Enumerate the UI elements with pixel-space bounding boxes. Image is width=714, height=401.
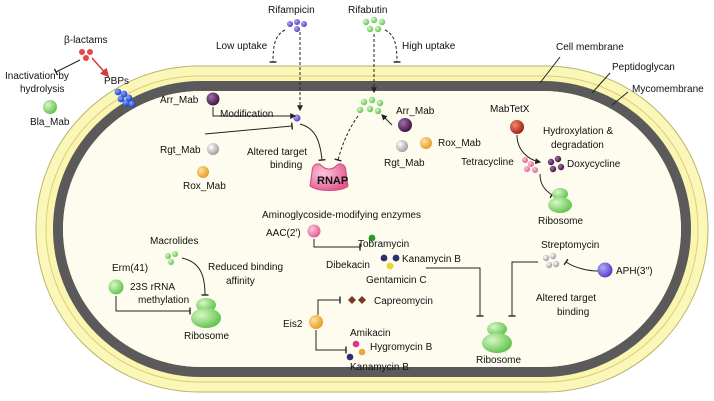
amikacin-label: Amikacin: [350, 328, 391, 339]
rnap-label: RNAP: [317, 175, 348, 187]
aph-label: APH(3′′): [616, 266, 653, 277]
tobramycin-label: Tobramycin: [358, 239, 409, 250]
rox-mab-left-enzyme: [197, 166, 209, 178]
beta-lactams-label: β-lactams: [64, 35, 108, 46]
erm41-enzyme: [108, 279, 124, 295]
peptidoglycan-label: Peptidoglycan: [612, 62, 675, 73]
mabtetx-label: MabTetX: [490, 104, 530, 115]
ribosome-tet: [548, 188, 572, 213]
macrolides-label: Macrolides: [150, 236, 198, 247]
capreomycin-dots: [348, 296, 366, 304]
altered-binding-line1: Altered target: [247, 147, 307, 158]
doxycycline-dots: [547, 155, 565, 173]
rifabutin-internal-dots: [356, 96, 384, 115]
arr-mab-right-enzyme: [398, 118, 412, 132]
ame-title: Aminoglycoside-modifying enzymes: [262, 210, 421, 221]
hygromycin-b-label: Hygromycin B: [370, 342, 433, 353]
rox-mab-right-enzyme: [420, 137, 432, 149]
hydroxylation-line2: degradation: [551, 140, 604, 151]
pbps-proteins: [114, 88, 136, 108]
altered-binding-line2: binding: [270, 160, 302, 171]
inactivation-line2: hydrolysis: [20, 84, 64, 95]
rrna-line2: methylation: [138, 295, 189, 306]
altered-target-r-line2: binding: [557, 307, 589, 318]
beta-lactam-dots: [79, 49, 93, 61]
eis2-enzyme: [309, 315, 323, 329]
reduced-binding-line2: affinity: [226, 276, 255, 287]
bla-mab-label: Bla_Mab: [30, 117, 70, 128]
reduced-binding-line1: Reduced binding: [208, 262, 283, 273]
arr-mab-right-label: Arr_Mab: [396, 106, 435, 117]
modification-label: Modification: [220, 109, 273, 120]
rnap: [309, 163, 349, 191]
cell-membrane-layer: [53, 81, 691, 377]
mabtetx-enzyme: [510, 120, 524, 134]
rgt-mab-left-enzyme: [207, 143, 219, 155]
ribosome-left: [191, 298, 221, 328]
kanamycin-b-1-label: Kanamycin B: [402, 254, 461, 265]
kanamycin-b-2-label: Kanamycin B: [350, 362, 409, 373]
rgt-mab-right-label: Rgt_Mab: [384, 158, 425, 169]
pbps-label: PBPs: [104, 76, 129, 87]
inactivation-line1: Inactivation by: [5, 71, 69, 82]
altered-target-r-line1: Altered target: [536, 293, 596, 304]
macrolide-dots: [165, 251, 178, 265]
ribosome-mid: [482, 322, 512, 353]
rox-mab-left-label: Rox_Mab: [183, 181, 226, 192]
low-uptake-label: Low uptake: [216, 41, 268, 52]
aac-label: AAC(2′): [266, 228, 301, 239]
rifampicin-dots: [287, 19, 307, 32]
eis2-label: Eis2: [283, 319, 303, 330]
streptomycin-dots: [542, 252, 560, 269]
aac-enzyme: [307, 224, 321, 238]
rrna-line1: 23S rRNA: [130, 282, 175, 293]
erm41-label: Erm(41): [112, 263, 148, 274]
rox-mab-right-label: Rox_Mab: [438, 138, 481, 149]
bla-mab-enzyme: [43, 100, 57, 114]
streptomycin-label: Streptomycin: [541, 240, 599, 251]
rifabutin-dots: [362, 16, 386, 33]
ribosome-left-label: Ribosome: [184, 331, 229, 342]
rgt-mab-left-label: Rgt_Mab: [160, 145, 201, 156]
dibekacin-label: Dibekacin: [326, 260, 370, 271]
hydroxylation-line1: Hydroxylation &: [543, 126, 613, 137]
rgt-mab-right-enzyme: [396, 140, 408, 152]
cell-membrane-label: Cell membrane: [556, 42, 624, 53]
arr-mab-left-label: Arr_Mab: [160, 95, 199, 106]
tetracycline-dots: [522, 157, 538, 173]
ribosome-mid-label: Ribosome: [476, 355, 521, 366]
tetracycline-label: Tetracycline: [461, 157, 514, 168]
high-uptake-label: High uptake: [402, 41, 456, 52]
capreomycin-label: Capreomycin: [374, 296, 433, 307]
rifabutin-label: Rifabutin: [348, 5, 387, 16]
rifampicin-label: Rifampicin: [268, 5, 315, 16]
ribosome-tet-label: Ribosome: [538, 216, 583, 227]
aph-enzyme: [597, 262, 613, 278]
doxycycline-label: Doxycycline: [567, 159, 621, 170]
gentamicin-c-label: Gentamicin C: [366, 275, 427, 286]
arr-mab-left-enzyme: [206, 92, 220, 106]
mycomembrane-label: Mycomembrane: [632, 84, 704, 95]
